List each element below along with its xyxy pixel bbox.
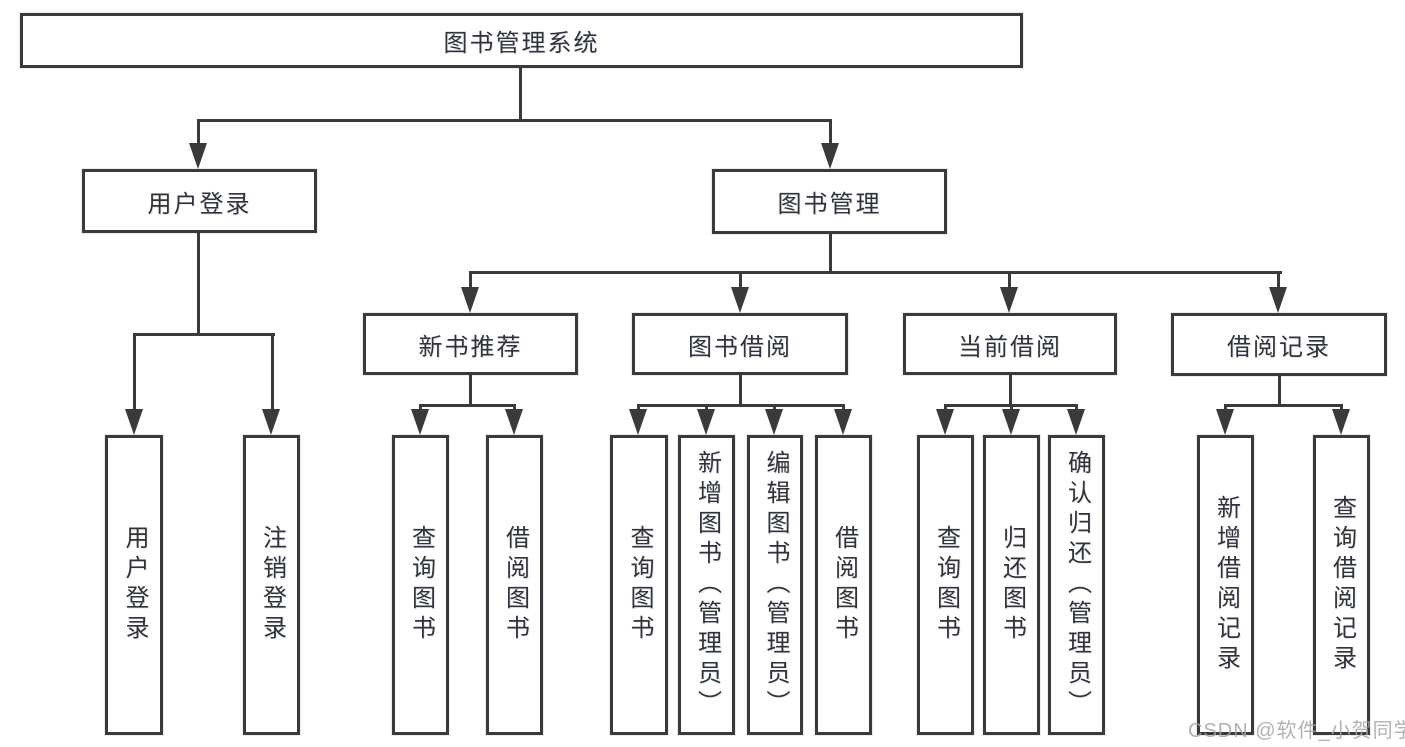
- connector-line: [197, 233, 200, 335]
- connector-line: [133, 333, 275, 336]
- node-query-borrow-record-label: 查询借阅记录: [1328, 495, 1356, 675]
- arrowhead-down: [765, 409, 783, 435]
- arrowhead-down: [821, 143, 839, 169]
- arrowhead-down: [505, 409, 523, 435]
- connector-line: [519, 68, 522, 122]
- connector-line: [1075, 404, 1078, 412]
- connector-line: [1278, 376, 1281, 406]
- node-edit-book-admin: 编辑图书（管理员）: [747, 435, 803, 735]
- node-query-books-label: 查询图书: [407, 525, 435, 645]
- node-user-login-leaf-label: 用户登录: [121, 525, 148, 645]
- node-user-login-leaf: 用户登录: [105, 435, 163, 735]
- connector-line: [419, 404, 516, 407]
- node-borrow-books: 借阅图书: [815, 435, 872, 735]
- node-query-borrow-record: 查询借阅记录: [1313, 435, 1370, 735]
- connector-line: [1008, 271, 1011, 291]
- arrowhead-down: [461, 287, 479, 313]
- node-return-book: 归还图书: [983, 435, 1040, 735]
- csdn-watermark: CSDN @软件_小贺同学: [1188, 720, 1405, 742]
- connector-line: [469, 271, 1282, 274]
- connector-line: [469, 271, 472, 291]
- node-user-login-label: 用户登录: [147, 190, 252, 218]
- connector-line: [1009, 375, 1012, 406]
- node-add-borrow-record-label: 新增借阅记录: [1212, 495, 1240, 675]
- node-book-management-label: 图书管理: [777, 191, 882, 218]
- connector-line: [133, 333, 136, 411]
- node-query-books-label: 查询图书: [626, 525, 653, 645]
- node-book-management: 图书管理: [712, 169, 947, 234]
- node-add-borrow-record: 新增借阅记录: [1197, 435, 1254, 735]
- node-query-books: 查询图书: [392, 435, 449, 735]
- node-query-books-label: 查询图书: [932, 525, 960, 645]
- connector-line: [1277, 271, 1280, 291]
- connector-line: [1224, 404, 1227, 412]
- node-user-login: 用户登录: [82, 169, 317, 233]
- arrowhead-down: [189, 143, 207, 169]
- node-book-borrowing: 图书借阅: [632, 313, 848, 375]
- node-borrowing-records: 借阅记录: [1171, 313, 1387, 376]
- arrowhead-down: [1269, 287, 1287, 313]
- arrowhead-down: [731, 287, 749, 313]
- arrowhead-down: [125, 409, 143, 435]
- node-current-borrowing-label: 当前借阅: [958, 333, 1062, 361]
- arrowhead-down: [697, 409, 715, 435]
- connector-line: [469, 375, 472, 406]
- node-borrow-books-label: 借阅图书: [501, 525, 529, 645]
- connector-line: [271, 333, 274, 411]
- connector-line: [197, 119, 200, 147]
- connector-line: [513, 404, 516, 412]
- arrowhead-down: [834, 409, 852, 435]
- arrowhead-down: [1067, 409, 1085, 435]
- connector-line: [1010, 404, 1013, 412]
- node-edit-book-admin-label: 编辑图书（管理员）: [762, 450, 789, 720]
- node-confirm-return-admin-label: 确认归还（管理员）: [1063, 450, 1091, 720]
- node-borrow-books-label: 借阅图书: [830, 525, 858, 645]
- connector-line: [739, 271, 742, 291]
- connector-line: [1340, 404, 1343, 412]
- node-query-books: 查询图书: [610, 435, 668, 735]
- node-query-books: 查询图书: [917, 435, 974, 735]
- node-new-book-recommendation: 新书推荐: [363, 313, 578, 375]
- node-root: 图书管理系统: [20, 13, 1023, 68]
- connector-line: [197, 119, 832, 122]
- connector-line: [773, 404, 776, 412]
- connector-line: [419, 404, 422, 412]
- arrowhead-down: [262, 409, 280, 435]
- arrowhead-down: [629, 409, 647, 435]
- connector-line: [739, 375, 742, 406]
- node-book-borrowing-label: 图书借阅: [688, 333, 792, 361]
- connector-line: [637, 404, 845, 407]
- node-new-book-recommendation-label: 新书推荐: [418, 333, 523, 361]
- connector-line: [842, 404, 845, 412]
- node-return-book-label: 归还图书: [998, 525, 1026, 645]
- node-logout: 注销登录: [243, 435, 300, 735]
- node-add-book-admin-label: 新增图书（管理员）: [693, 450, 721, 720]
- arrowhead-down: [1332, 409, 1350, 435]
- node-add-book-admin: 新增图书（管理员）: [678, 435, 735, 735]
- connector-line: [705, 404, 708, 412]
- node-borrow-books: 借阅图书: [486, 435, 543, 735]
- node-logout-label: 注销登录: [258, 525, 286, 645]
- connector-line: [829, 234, 832, 273]
- node-root-label: 图书管理系统: [443, 30, 600, 57]
- arrowhead-down: [1002, 409, 1020, 435]
- connector-line: [829, 119, 832, 147]
- connector-line: [637, 404, 640, 412]
- connector-line: [944, 404, 947, 412]
- node-current-borrowing: 当前借阅: [903, 313, 1117, 375]
- arrowhead-down: [1216, 409, 1234, 435]
- connector-line: [1224, 404, 1342, 407]
- node-confirm-return-admin: 确认归还（管理员）: [1048, 435, 1105, 735]
- arrowhead-down: [1000, 287, 1018, 313]
- arrowhead-down: [411, 409, 429, 435]
- arrowhead-down: [936, 409, 954, 435]
- node-borrowing-records-label: 借阅记录: [1227, 334, 1331, 361]
